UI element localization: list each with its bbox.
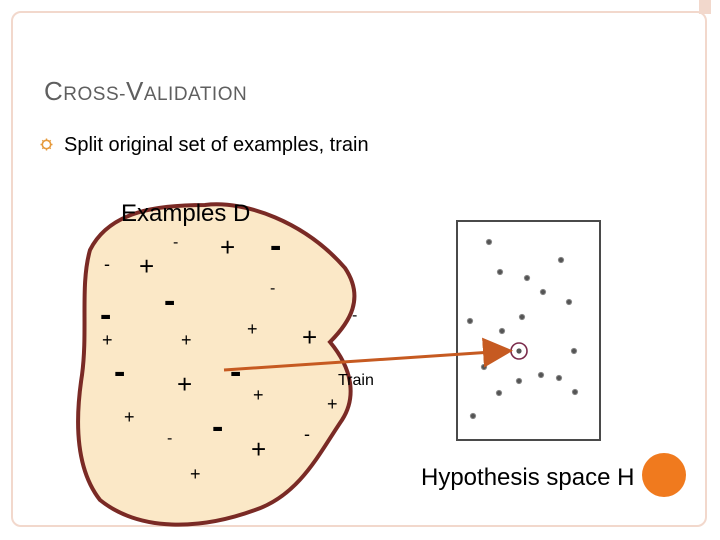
minus-sign: -	[167, 430, 173, 447]
plus-sign: +	[124, 407, 135, 427]
bullet-text: Split original set of examples, train	[64, 134, 369, 156]
plus-sign: +	[139, 251, 155, 281]
plus-sign: +	[102, 330, 113, 350]
corner-tab	[699, 0, 711, 14]
bullet-icon	[40, 138, 53, 151]
train-arrow	[223, 337, 513, 372]
hypothesis-points	[466, 238, 579, 420]
hypothesis-label: Hypothesis space H	[421, 464, 635, 491]
minus-sign: -	[114, 353, 126, 391]
plus-sign: +	[327, 394, 338, 414]
minus-sign: -	[104, 254, 110, 274]
plus-sign: +	[302, 322, 318, 352]
hypothesis-box	[456, 220, 601, 441]
plus-sign: +	[220, 232, 236, 262]
minus-sign: -	[270, 280, 276, 297]
minus-sign: -	[100, 296, 112, 334]
slide-frame	[11, 11, 707, 527]
plus-sign: +	[253, 385, 264, 405]
plus-sign: +	[190, 464, 201, 484]
examples-label: Examples D	[121, 200, 251, 227]
hypothesis-badge	[642, 453, 686, 497]
minus-sign: -	[164, 282, 176, 320]
minus-sign: -	[304, 424, 310, 444]
train-label: Train	[338, 372, 374, 389]
minus-sign: -	[212, 408, 224, 446]
minus-sign: -	[270, 227, 282, 265]
plus-sign: +	[247, 319, 258, 339]
plus-sign: +	[177, 369, 193, 399]
slide-title: CROSS-VALIDATION	[44, 76, 248, 106]
minus-sign: -	[230, 353, 242, 391]
minus-sign: -	[173, 234, 179, 251]
examples-blob	[76, 202, 357, 527]
plus-sign: +	[251, 434, 267, 464]
minus-sign: -	[352, 307, 358, 324]
plus-sign: +	[181, 330, 192, 350]
